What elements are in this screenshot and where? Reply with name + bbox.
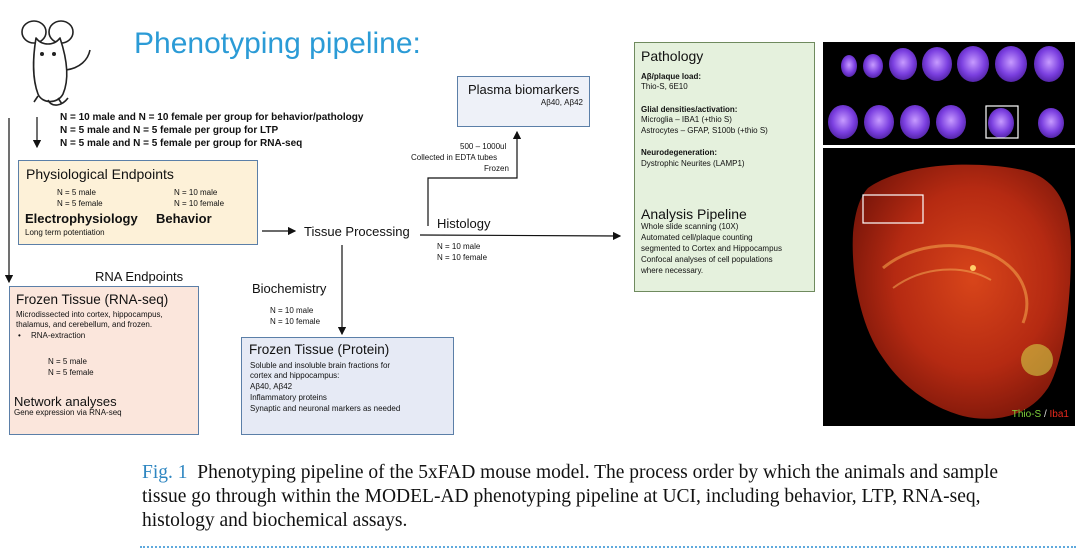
pathology-section-3-body: Dystrophic Neurites (LAMP1) (641, 159, 745, 168)
behavior-count-female: N = 10 female (174, 199, 225, 208)
tissue-processing-label: Tissue Processing (304, 224, 410, 239)
astrocytes-markers: GFAP, S100b (+thio S) (687, 126, 768, 135)
rna-box-title: Frozen Tissue (RNA-seq) (16, 292, 169, 307)
plasma-subtitle: Aβ40, Aβ42 (540, 98, 583, 107)
rna-frozen-tissue-box: Frozen Tissue (RNA-seq) Microdissected i… (9, 286, 199, 435)
mouse-icon (21, 20, 91, 106)
caption-line-3: histology and biochemical assays. (142, 510, 408, 531)
physiological-endpoints-box: Physiological Endpoints N = 5 male N = 5… (18, 160, 258, 245)
pathology-section-3-head: Neurodegeneration: (641, 148, 718, 157)
protein-line-2: cortex and hippocampus: (250, 371, 340, 380)
caption-line-1: Fig. 1 Phenotyping pipeline of the 5xFAD… (142, 462, 998, 484)
analysis-line-5: where necessary. (641, 266, 704, 275)
stained-brain-section (852, 164, 1071, 419)
stained-brain-section-panel: Thio-S / Iba1 (823, 148, 1075, 426)
network-analyses-desc: Gene expression via RNA-seq (14, 408, 122, 417)
network-analyses-title: Network analyses (14, 394, 117, 409)
stain-legend: Thio-S / Iba1 (1012, 409, 1069, 421)
pathology-box: Pathology Aβ/plaque load: Thio-S, 6E10 G… (634, 42, 815, 292)
group-count-ltp: N = 5 male and N = 5 female per group fo… (60, 125, 279, 136)
biochemistry-count-female: N = 10 female (270, 317, 321, 326)
rna-desc-line-2: thalamus, and cerebellum, and frozen. (16, 320, 153, 329)
connector-lines (4, 117, 668, 382)
rna-desc-line-1: Microdissected into cortex, hippocampus, (16, 310, 163, 319)
caption-text-1: Phenotyping pipeline of the 5xFAD mouse … (197, 462, 999, 483)
caption-divider (140, 546, 1076, 548)
biochemistry-label: Biochemistry (252, 281, 327, 296)
to-plasma-arrow (427, 130, 522, 226)
protein-line-5: Synaptic and neuronal markers as needed (250, 404, 401, 413)
protein-line-1: Soluble and insoluble brain fractions fo… (250, 361, 391, 370)
microglia-label: Microglia – (641, 115, 682, 124)
pathology-section-1-head: Aβ/plaque load: (641, 72, 701, 81)
ltp-note: Long term potentiation (25, 228, 105, 237)
protein-line-4: Inflammatory proteins (250, 393, 327, 402)
pathology-title: Pathology (641, 48, 704, 64)
analysis-line-4: Confocal analyses of cell populations (641, 255, 773, 264)
behavior-count-male: N = 10 male (174, 188, 218, 197)
analysis-pipeline-title: Analysis Pipeline (641, 206, 747, 222)
group-count-behavior: N = 10 male and N = 10 female per group … (60, 112, 364, 123)
rna-bullet-icon: • (18, 331, 21, 340)
to-histology-arrow (419, 231, 622, 241)
protein-line-3: Aβ40, Aβ42 (250, 382, 293, 391)
pathology-section-1-body: Thio-S, 6E10 (641, 82, 688, 91)
caption-line-2: tissue go through within the MODEL-AD ph… (142, 486, 981, 507)
protein-box-title: Frozen Tissue (Protein) (249, 342, 390, 357)
brain-section-thumbnails (828, 46, 1064, 139)
histology-label: Histology (437, 216, 491, 231)
plasma-biomarkers-box: Plasma biomarkers Aβ40, Aβ42 (457, 76, 590, 127)
rna-endpoints-label: RNA Endpoints (95, 269, 184, 284)
main-title: Phenotyping pipeline: (134, 27, 421, 60)
brain-sections-thumbnail-panel (823, 42, 1075, 145)
microglia-markers: IBA1 (+thio S) (681, 115, 732, 124)
caption-fig-label: Fig. 1 (142, 462, 188, 483)
plasma-frozen: Frozen (484, 164, 509, 173)
legend-iba1: Iba1 (1049, 409, 1069, 420)
plasma-tubes: Collected in EDTA tubes (411, 153, 498, 162)
plasma-volume: 500 – 1000ul (460, 142, 507, 151)
ephys-count-female: N = 5 female (57, 199, 103, 208)
pathology-astrocytes-line: Astrocytes – GFAP, S100b (+thio S) (641, 126, 768, 136)
legend-separator: / (1041, 409, 1050, 420)
analysis-line-3: segmented to Cortex and Hippocampus (641, 244, 782, 253)
ephys-count-male: N = 5 male (57, 188, 96, 197)
histology-count-female: N = 10 female (437, 253, 488, 262)
pathology-section-2-head: Glial densities/activation: (641, 105, 738, 114)
astrocytes-label: Astrocytes – (641, 126, 688, 135)
analysis-line-2: Automated cell/plaque counting (641, 233, 753, 242)
rna-count-female: N = 5 female (48, 368, 94, 377)
physio-title: Physiological Endpoints (26, 166, 174, 182)
legend-thio-s: Thio-S (1011, 409, 1042, 420)
ephys-label: Electrophysiology (25, 211, 138, 226)
plasma-title: Plasma biomarkers (468, 82, 580, 97)
histology-count-male: N = 10 male (437, 242, 481, 251)
group-count-rnaseq: N = 5 male and N = 5 female per group fo… (60, 138, 303, 149)
rna-count-male: N = 5 male (48, 357, 87, 366)
rna-bullet-text: RNA-extraction (31, 331, 86, 340)
protein-frozen-tissue-box: Frozen Tissue (Protein) Soluble and inso… (241, 337, 454, 435)
pathology-microglia-line: Microglia – IBA1 (+thio S) (641, 115, 732, 125)
behavior-label: Behavior (156, 211, 212, 226)
biochemistry-count-male: N = 10 male (270, 306, 314, 315)
analysis-line-1: Whole slide scanning (10X) (641, 222, 739, 231)
